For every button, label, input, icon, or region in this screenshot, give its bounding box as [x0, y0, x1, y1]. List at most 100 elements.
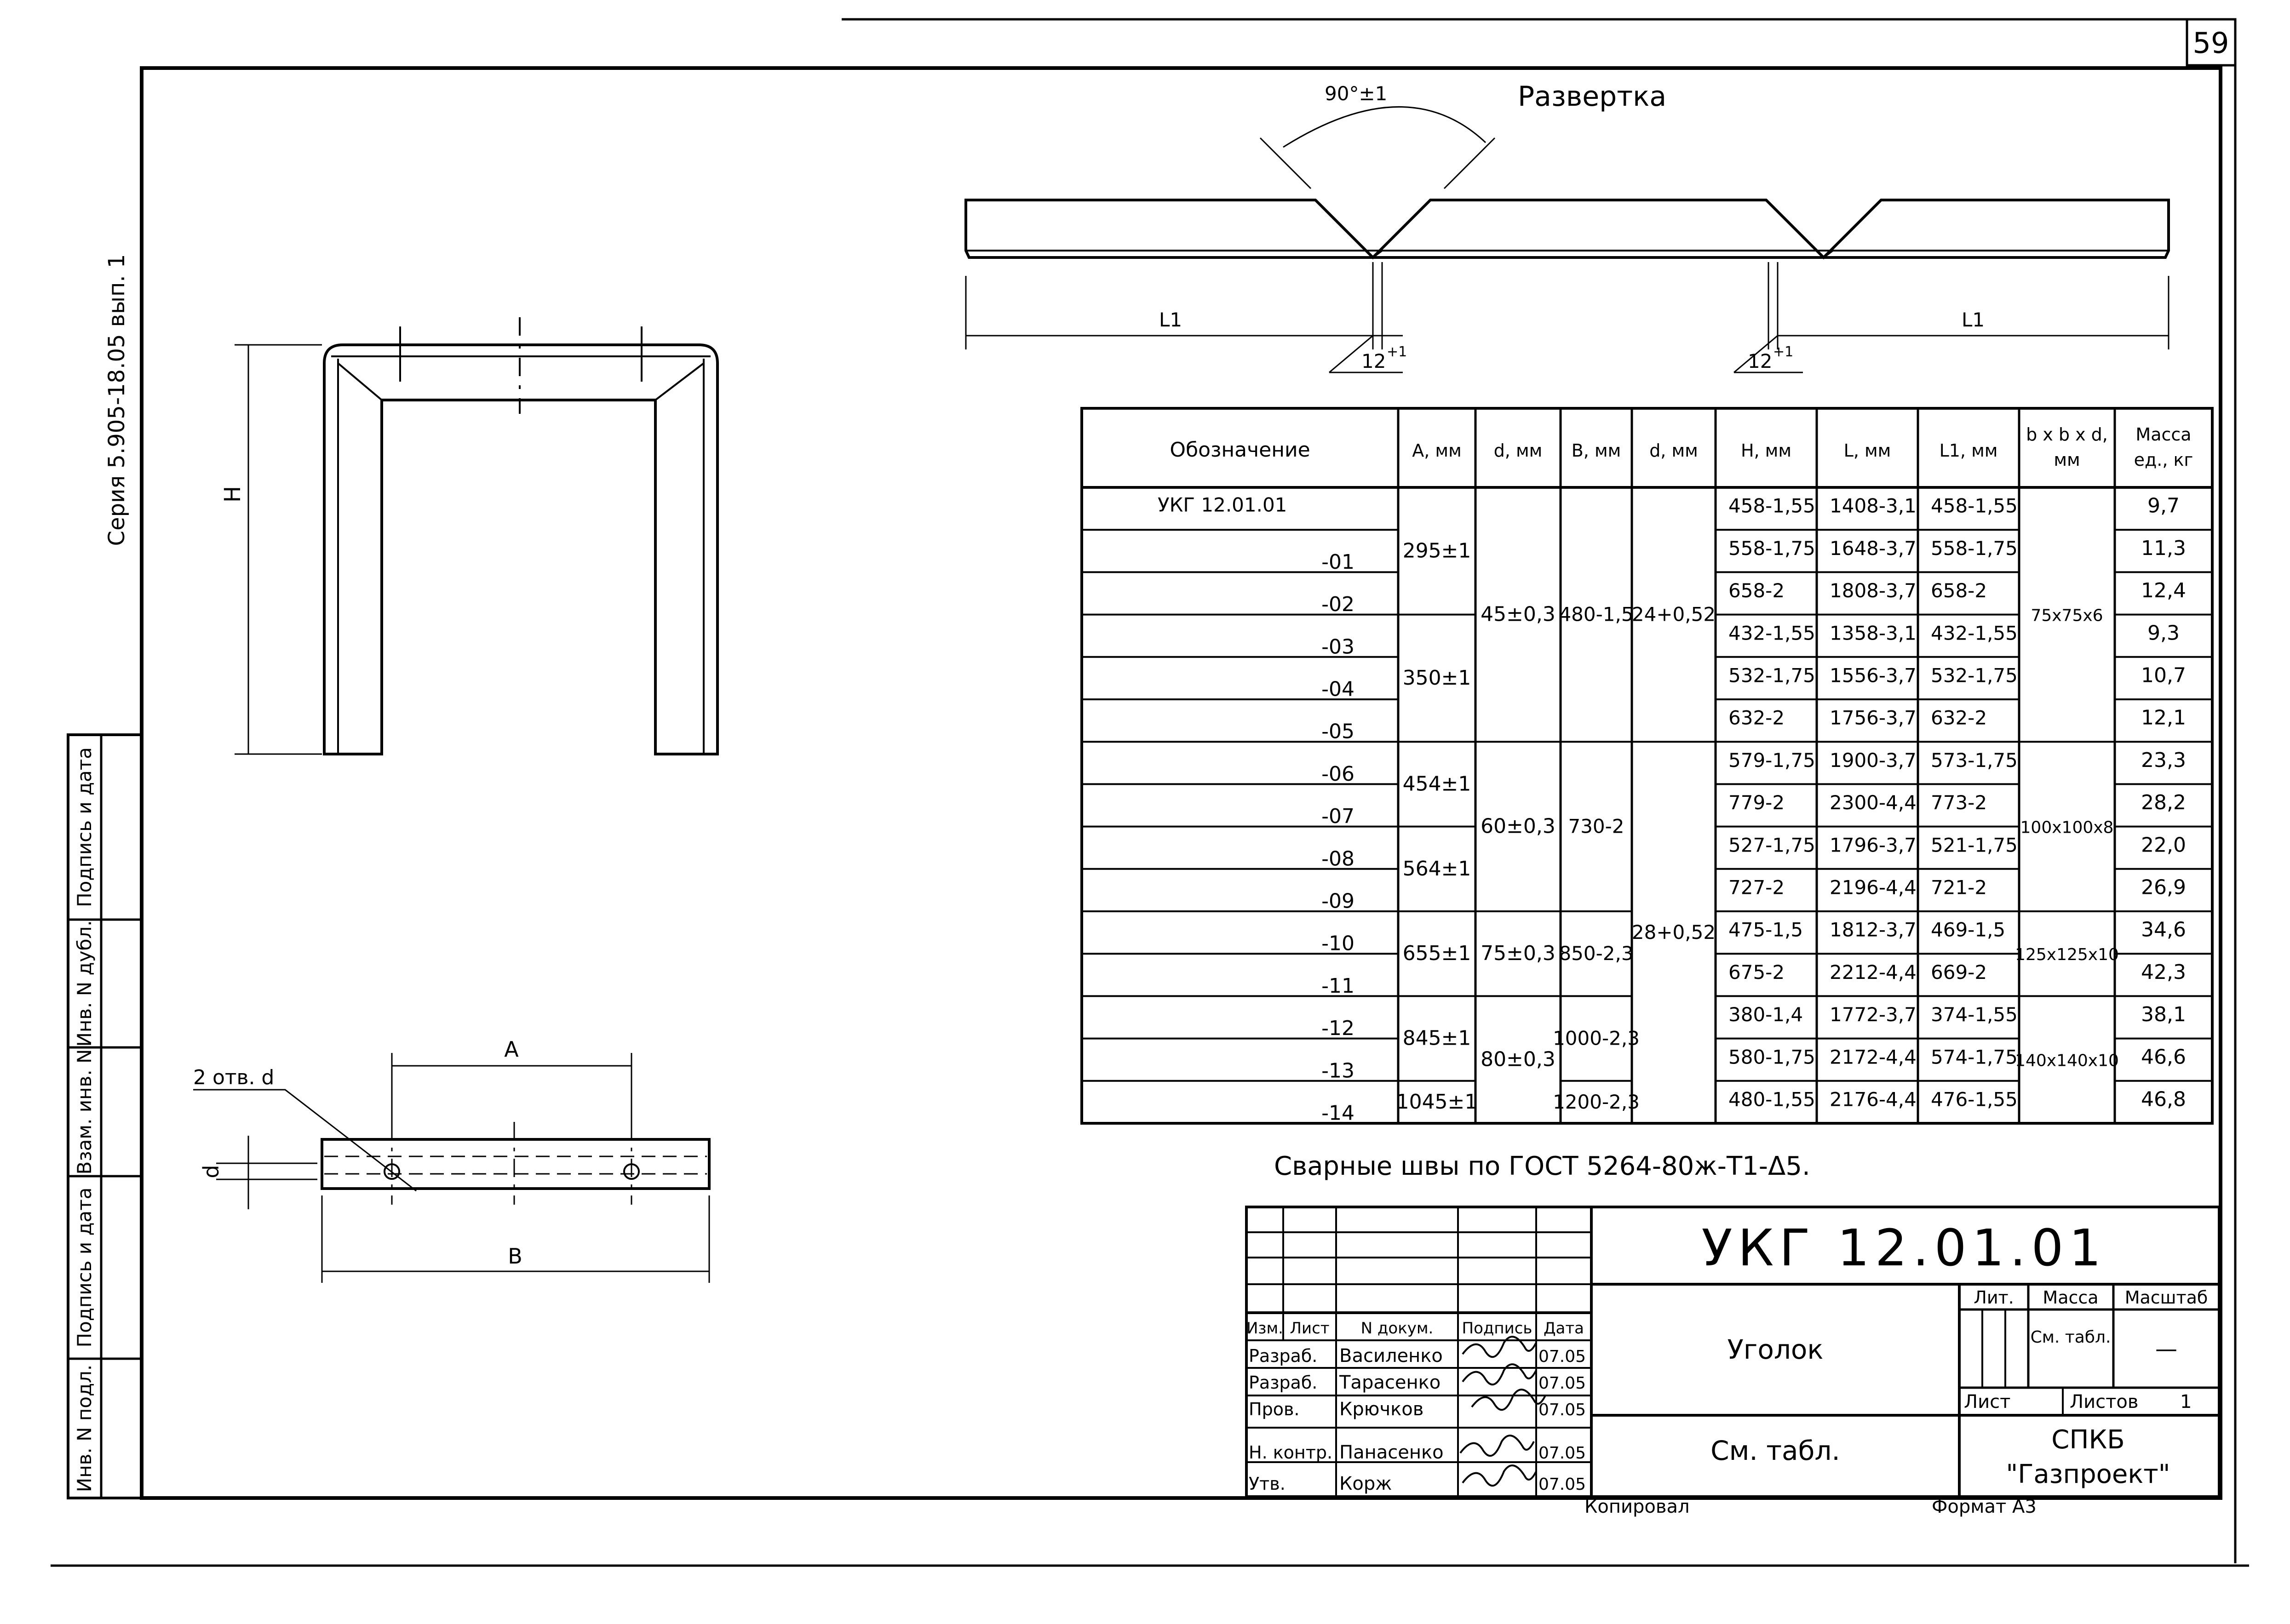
staff-role: Разраб.: [1249, 1372, 1317, 1393]
row-mass: 38,1: [2141, 1003, 2186, 1026]
staff-role: Н. контр.: [1249, 1442, 1332, 1463]
group-d: 45±0,3: [1481, 603, 1555, 626]
row-h: 380-1,4: [1728, 1003, 1803, 1026]
side-stamp-label: Подпись и дата: [73, 747, 96, 907]
row-mass: 26,9: [2141, 875, 2186, 899]
side-stamp-label: Взам. инв. N: [73, 1049, 96, 1175]
title-block-header: Подпись: [1462, 1319, 1532, 1338]
bottom-view: A B d 2 отв. d: [193, 1037, 711, 1283]
row-designation: -06: [1321, 762, 1354, 786]
row-l1: 476-1,55: [1931, 1088, 2018, 1110]
copied-label: Копировал: [1584, 1496, 1690, 1517]
row-l1: 521-1,75: [1931, 834, 2018, 856]
row-l1: 432-1,55: [1931, 622, 2018, 644]
org-name-line1: СПКБ: [2051, 1425, 2124, 1455]
row-designation: -03: [1321, 635, 1354, 658]
table-header: ед., кг: [2134, 450, 2193, 470]
group-b: 480-1,5: [1559, 603, 1633, 626]
row-designation: -02: [1321, 593, 1354, 616]
scale-label: Масштаб: [2125, 1287, 2208, 1308]
row-h: 458-1,55: [1728, 495, 1815, 517]
front-view: H: [220, 317, 719, 755]
row-designation: -05: [1321, 720, 1354, 743]
row-mass: 42,3: [2141, 961, 2186, 984]
staff-name: Корж: [1339, 1473, 1392, 1494]
row-h: 480-1,55: [1728, 1088, 1815, 1110]
table-header: H, мм: [1741, 440, 1791, 461]
group-b: 1200-2,3: [1553, 1091, 1640, 1113]
row-h: 532-1,75: [1728, 664, 1815, 686]
row-designation: -10: [1321, 932, 1354, 955]
group-d2: 24+0,52: [1632, 603, 1716, 626]
holes-label: 2 отв. d: [193, 1066, 274, 1089]
row-h: 475-1,5: [1728, 919, 1803, 941]
holes-leader: [193, 1089, 417, 1192]
group-a: 350±1: [1403, 666, 1471, 690]
signature: [1462, 1464, 1537, 1487]
row-l1: 574-1,75: [1931, 1046, 2018, 1068]
row-l1: 669-2: [1931, 961, 1987, 984]
h-label: H: [220, 486, 246, 503]
row-h: 658-2: [1728, 579, 1785, 602]
row-l1: 532-1,75: [1931, 664, 2018, 686]
row-designation: -13: [1321, 1059, 1354, 1082]
row-l: 2172-4,4: [1830, 1046, 1917, 1068]
angle-arc: [1283, 106, 1486, 148]
row-l: 2176-4,4: [1830, 1088, 1917, 1110]
scale-value: —: [2155, 1336, 2177, 1362]
unfold-title: Развертка: [1518, 80, 1666, 113]
signature: [1462, 1363, 1537, 1386]
staff-role: Разраб.: [1249, 1346, 1317, 1366]
group-a: 845±1: [1403, 1027, 1471, 1050]
title-block-header: N докум.: [1361, 1319, 1434, 1338]
row-designation: УКГ 12.01.01: [1158, 494, 1287, 516]
row-mass: 28,2: [2141, 791, 2186, 814]
group-b: 1000-2,3: [1553, 1027, 1640, 1050]
side-stamp-label: Подпись и дата: [73, 1188, 96, 1348]
drawing-designation: УКГ 12.01.01: [1701, 1218, 2106, 1277]
table-header: B, мм: [1572, 440, 1621, 461]
row-h: 779-2: [1728, 791, 1785, 814]
staff-role: Утв.: [1249, 1474, 1286, 1494]
row-l1: 658-2: [1931, 579, 1987, 602]
row-designation: -08: [1321, 847, 1354, 870]
signature: [1459, 1435, 1535, 1457]
table-header: L, мм: [1844, 440, 1891, 461]
series-label: Серия 5.905-18.05 вып. 1: [104, 254, 130, 546]
sheet-label: Лист: [1964, 1391, 2010, 1412]
row-h: 580-1,75: [1728, 1046, 1815, 1068]
notch-left-label: 12: [1361, 350, 1386, 372]
row-designation: -11: [1321, 974, 1354, 998]
notch-left-tolerance: +1: [1387, 344, 1407, 360]
format-label: Формат А3: [1932, 1496, 2037, 1517]
row-l: 2212-4,4: [1830, 961, 1917, 984]
bracket-outline: [323, 343, 719, 755]
unfold-bar-outline: [964, 199, 2170, 260]
row-mass: 10,7: [2141, 663, 2186, 687]
group-a: 655±1: [1403, 942, 1471, 965]
l1-right-label: L1: [1962, 309, 1985, 331]
staff-date: 07.05: [1538, 1347, 1586, 1366]
group-b: 850-2,3: [1559, 942, 1633, 965]
group-a: 454±1: [1403, 772, 1471, 795]
flange-plate: [321, 1138, 711, 1190]
row-mass: 11,3: [2141, 537, 2186, 560]
table-header: d, мм: [1649, 440, 1698, 461]
row-l1: 721-2: [1931, 876, 1987, 898]
group-d: 80±0,3: [1481, 1048, 1555, 1071]
d-label: d: [199, 1165, 224, 1178]
staff-name: Панасенко: [1339, 1442, 1444, 1463]
staff-date: 07.05: [1538, 1444, 1586, 1463]
row-designation: -04: [1321, 677, 1354, 701]
lit-label: Лит.: [1974, 1287, 2014, 1308]
group-d: 75±0,3: [1481, 942, 1555, 965]
group-bbd: 100x100x8: [2020, 818, 2114, 837]
row-h: 527-1,75: [1728, 834, 1815, 856]
l1-left-label: L1: [1159, 309, 1182, 331]
row-l1: 632-2: [1931, 707, 1987, 729]
row-mass: 9,7: [2147, 494, 2180, 518]
side-stamp-label: Инв. N дубл.: [73, 920, 96, 1046]
group-d2: 28+0,52: [1632, 921, 1716, 944]
row-mass: 12,4: [2141, 579, 2186, 602]
